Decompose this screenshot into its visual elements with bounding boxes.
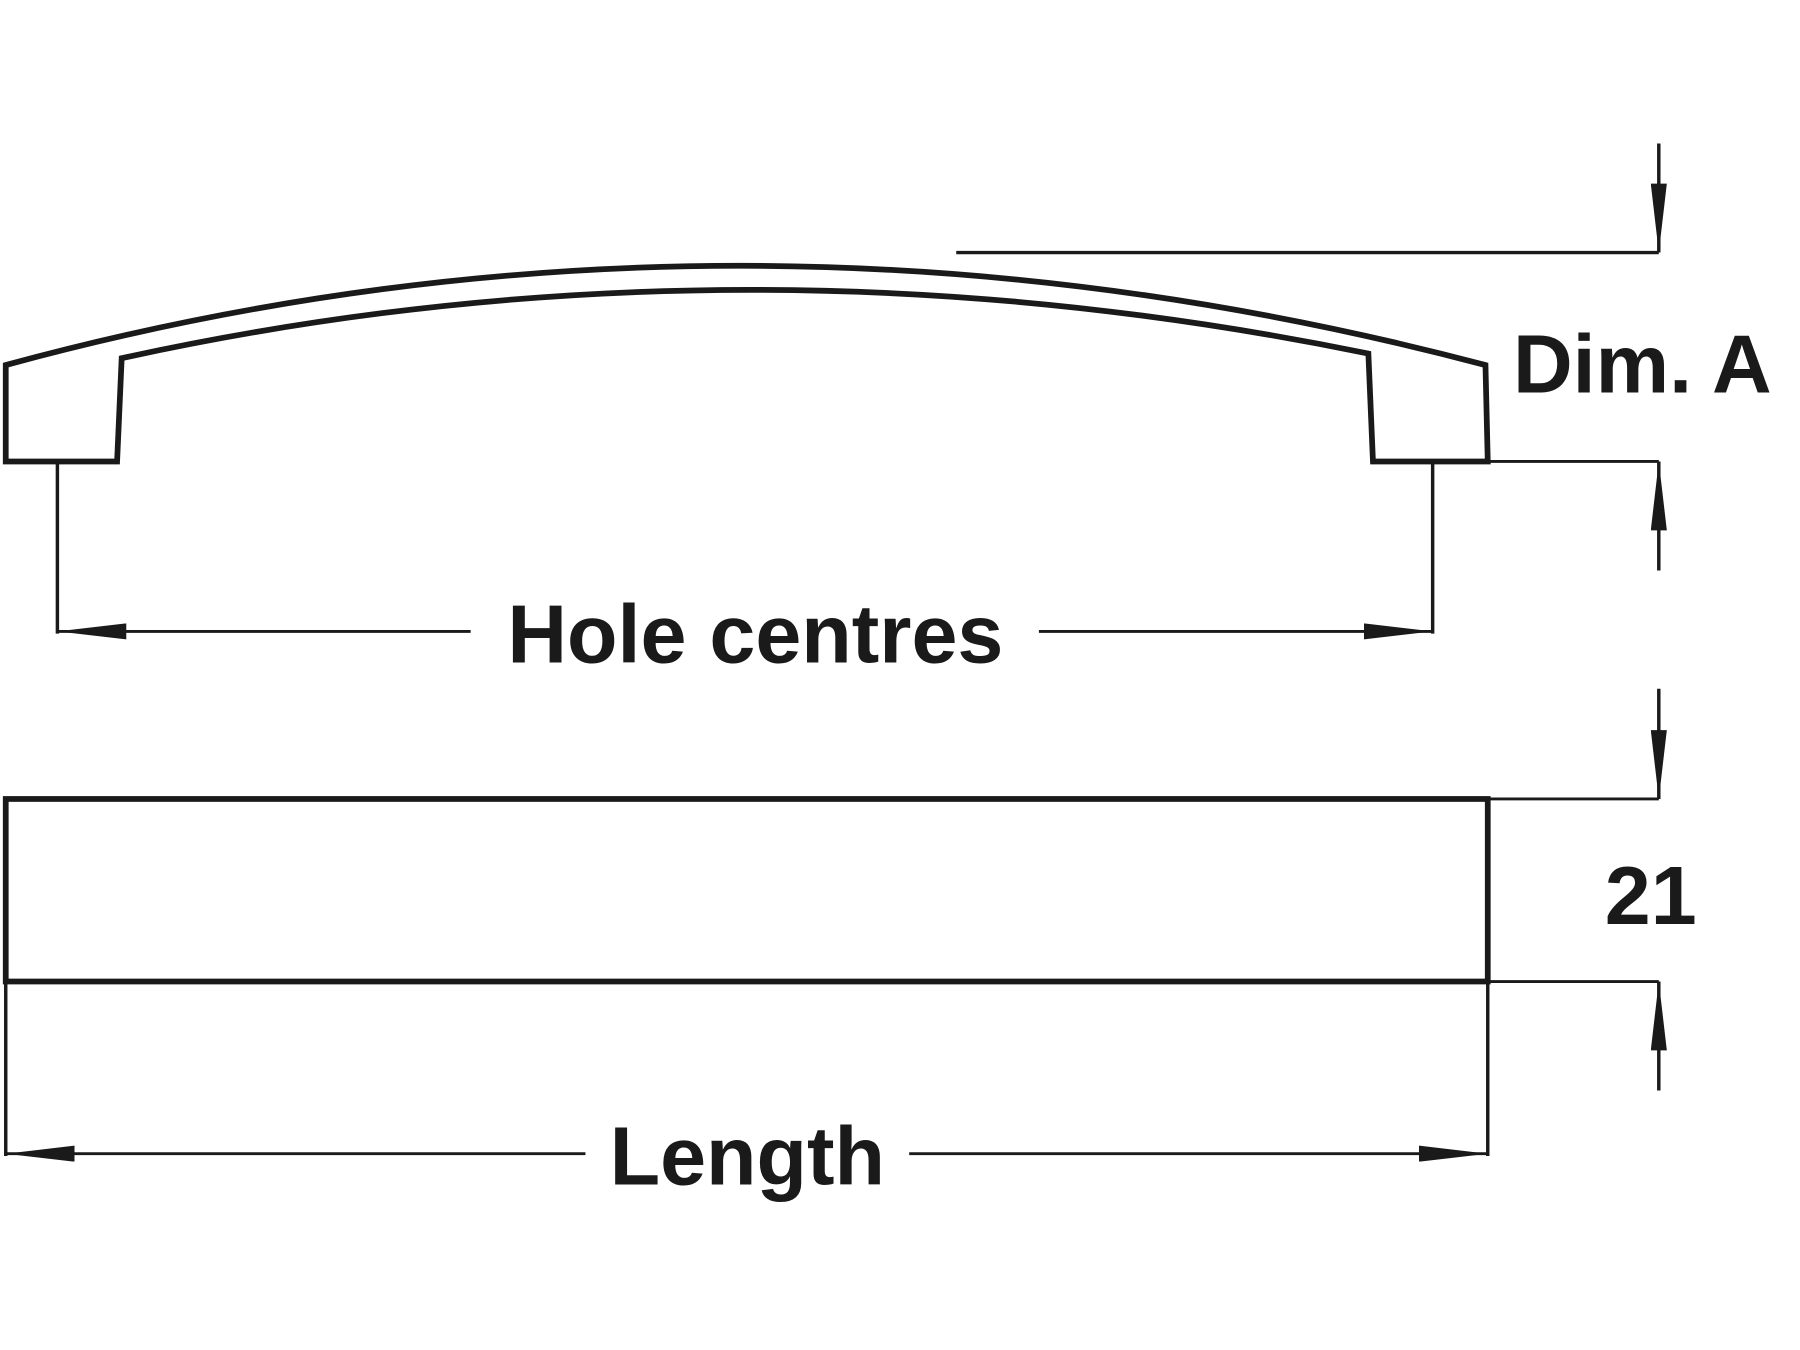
handle-side-profile: [2, 262, 1491, 465]
hole-centres-label: Hole centres: [507, 587, 1003, 680]
dim-a-label: Dim. A: [1513, 318, 1772, 411]
handle-top-profile: [2, 796, 1491, 985]
length-label: Length: [610, 1110, 885, 1203]
height-value-label: 21: [1605, 849, 1697, 942]
